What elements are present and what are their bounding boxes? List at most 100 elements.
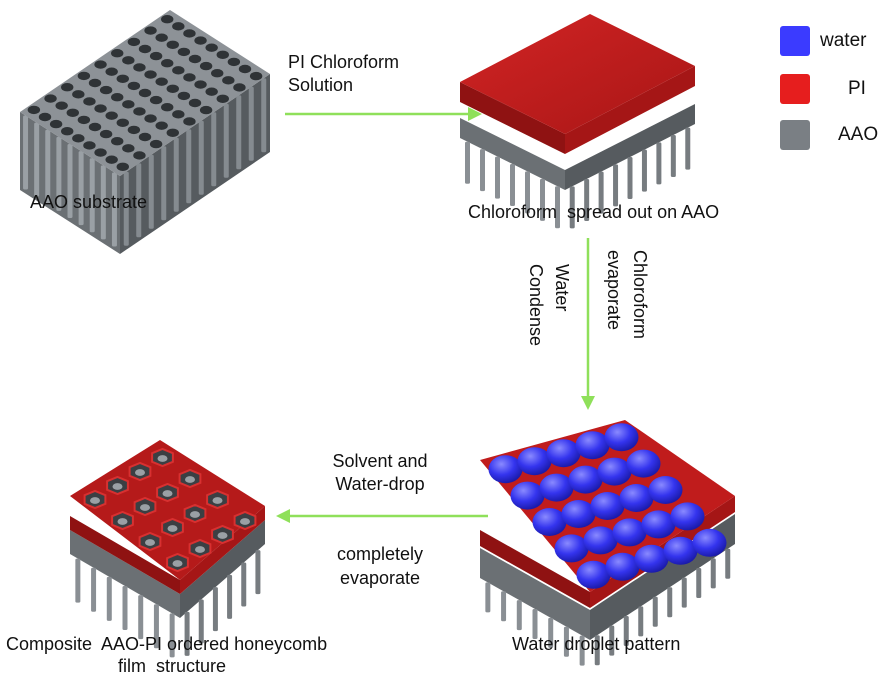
legend-water-label: water <box>820 30 867 51</box>
aao-pore <box>144 26 157 35</box>
label-completely: completely <box>336 544 424 564</box>
aao-pore <box>199 105 213 115</box>
aao-pore <box>94 148 107 157</box>
aao-pore <box>238 64 252 74</box>
aao-pore <box>138 88 152 98</box>
aao-pore <box>172 22 185 31</box>
aao-pore <box>127 125 141 135</box>
label-water-droplet: Water droplet pattern <box>512 634 681 654</box>
aao-pore <box>38 112 52 122</box>
aao-pore <box>111 93 124 102</box>
water-drop <box>488 455 523 484</box>
legend-water: water <box>780 26 890 58</box>
water-drop <box>692 528 727 557</box>
honeycomb-pore <box>217 532 228 539</box>
aao-pore <box>177 47 191 57</box>
water-drop <box>604 423 639 452</box>
aao-pore <box>61 127 74 136</box>
aao-pore <box>88 78 102 88</box>
legend-water-swatch <box>780 26 810 56</box>
water-drop <box>583 526 618 555</box>
aao-pore <box>127 37 141 47</box>
aao-pore <box>144 114 157 123</box>
aao-pore <box>177 91 191 101</box>
aao-pore <box>83 141 96 150</box>
arrow-completely-evaporate <box>276 509 488 523</box>
aao-pore <box>149 95 163 105</box>
legend-pi: PI <box>780 74 890 106</box>
composite-honeycomb-block <box>70 440 265 658</box>
aao-pore <box>138 132 152 142</box>
aao-pore <box>211 69 224 78</box>
water-drop <box>626 449 661 478</box>
legend-aao: AAO <box>780 120 890 152</box>
aao-pore <box>183 73 196 82</box>
legend-aao-swatch <box>780 120 810 150</box>
aao-pore <box>55 101 68 110</box>
aao-pore <box>72 90 85 99</box>
label-evaporate: evaporate <box>604 250 624 331</box>
aao-pore <box>116 74 129 83</box>
aao-pore <box>199 61 213 71</box>
aao-pore <box>94 60 107 69</box>
aao-pore <box>166 84 179 93</box>
water-drop <box>663 536 698 565</box>
aao-pore <box>216 50 229 59</box>
label-chloroform-spread: Chloroform spread out on AAO <box>468 202 720 222</box>
honeycomb-pore <box>145 539 155 546</box>
water-drop <box>612 518 647 547</box>
aao-pore <box>233 83 246 92</box>
water-droplet-block <box>480 420 735 666</box>
aao-pore <box>72 134 85 143</box>
label-pi-chloroform: PI Chloroform <box>288 52 400 72</box>
honeycomb-pore <box>112 483 123 490</box>
arrow-pi-solution <box>285 107 482 121</box>
honeycomb-pore <box>212 497 223 504</box>
water-drop <box>641 510 676 539</box>
aao-pore <box>161 59 174 68</box>
aao-pore <box>172 66 185 75</box>
honeycomb-pore <box>140 504 150 511</box>
water-drop <box>517 447 552 476</box>
water-drop <box>532 508 567 536</box>
aao-pore <box>122 56 135 65</box>
aao-pore <box>183 29 196 38</box>
aao-pore <box>227 57 241 67</box>
label-condense: Condense <box>526 264 546 347</box>
water-drop <box>510 481 545 510</box>
aao-pore <box>216 94 229 103</box>
honeycomb-pore <box>190 511 200 518</box>
legend-pi-swatch <box>780 74 810 104</box>
water-drop <box>670 502 705 531</box>
aao-pore <box>133 107 146 116</box>
aao-pore <box>161 15 174 24</box>
chloroform-spread-block <box>460 14 695 229</box>
water-drop <box>597 457 632 486</box>
aao-pore <box>122 100 135 109</box>
label-evaporate-bottom: evaporate <box>339 568 421 588</box>
aao-pore <box>105 67 118 76</box>
aao-pore <box>155 33 168 42</box>
aao-pore <box>149 139 163 149</box>
label-water-drop: Water-drop <box>335 474 425 494</box>
legend-aao-label: AAO <box>838 124 879 145</box>
water-drop <box>634 544 669 573</box>
aao-pore <box>133 63 146 72</box>
aao-pore <box>183 117 196 126</box>
aao-pore <box>172 110 185 119</box>
aao-pore <box>122 144 135 153</box>
water-drop <box>568 465 603 494</box>
aao-pore <box>27 105 41 115</box>
aao-pore <box>88 122 102 132</box>
honeycomb-pore <box>90 497 100 504</box>
water-drop <box>561 500 596 528</box>
label-solvent-and: Solvent and <box>332 451 428 471</box>
water-drop <box>619 484 654 512</box>
water-drop <box>576 560 611 589</box>
label-chloroform: Chloroform <box>630 250 650 340</box>
legend-pi-label: PI <box>848 78 866 99</box>
aao-pore <box>249 71 263 81</box>
honeycomb-pore <box>240 518 250 525</box>
aao-pore <box>194 36 207 45</box>
aao-pore <box>49 119 63 129</box>
